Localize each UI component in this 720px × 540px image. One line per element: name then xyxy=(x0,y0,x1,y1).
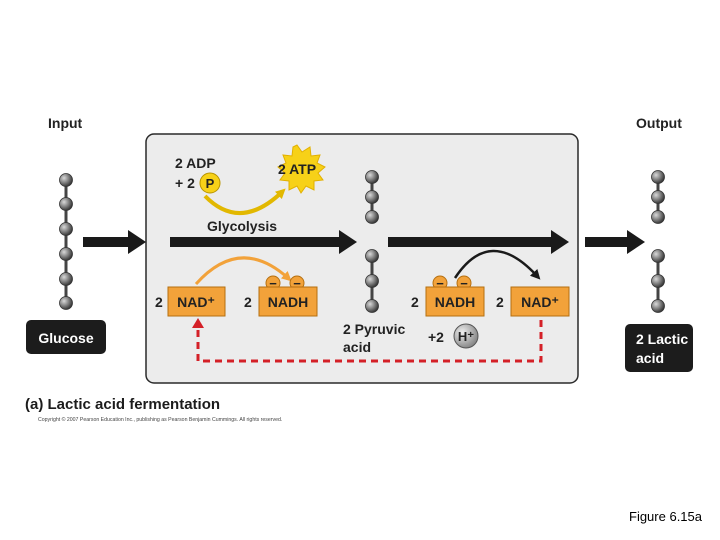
svg-text:−: − xyxy=(436,276,444,291)
output-heading: Output xyxy=(636,115,682,131)
nadh-right-box: − − NADH xyxy=(425,275,485,317)
svg-text:P: P xyxy=(206,176,215,191)
nad-left-coefficient: 2 xyxy=(155,294,163,310)
glycolysis-label: Glycolysis xyxy=(207,218,277,234)
hplus-prefix: +2 xyxy=(428,329,444,345)
svg-text:NADH: NADH xyxy=(435,294,475,310)
atp-starburst: 2 ATP xyxy=(277,144,326,194)
nad-plus-right-box: NAD⁺ xyxy=(510,286,570,317)
hydrogen-ion-icon: H⁺ xyxy=(453,323,479,349)
glucose-molecule-chain xyxy=(59,173,73,310)
svg-text:−: − xyxy=(269,276,277,291)
svg-text:2 Lactic: 2 Lactic xyxy=(636,331,688,347)
svg-text:NAD⁺: NAD⁺ xyxy=(177,294,215,310)
glucose-label: Glucose xyxy=(26,320,106,354)
nadh-oxidation-arrow xyxy=(453,249,541,280)
svg-text:−: − xyxy=(293,276,301,291)
adp-label: 2 ADP xyxy=(175,155,216,171)
nad-reduction-arrow xyxy=(194,256,292,286)
figure-number: Figure 6.15a xyxy=(629,509,702,524)
svg-text:acid: acid xyxy=(636,350,664,366)
nadh-left-coefficient: 2 xyxy=(244,294,252,310)
pyruvic-acid-label-line1: 2 Pyruvic xyxy=(343,321,405,337)
nadh-left-box: − − NADH xyxy=(258,275,318,317)
nadh-right-coefficient: 2 xyxy=(411,294,419,310)
copyright-notice: Copyright © 2007 Pearson Education Inc.,… xyxy=(38,416,282,423)
input-heading: Input xyxy=(48,115,83,131)
nad-plus-left-box: NAD⁺ xyxy=(167,286,226,317)
atp-formation-arrow xyxy=(203,188,286,215)
main-flow-arrows xyxy=(83,230,645,254)
svg-text:Glucose: Glucose xyxy=(38,330,93,346)
nad-regeneration-loop xyxy=(192,318,543,363)
lactic-acid-label: 2 Lactic acid xyxy=(625,324,693,372)
svg-text:NAD⁺: NAD⁺ xyxy=(521,294,559,310)
pyruvic-acid-label-line2: acid xyxy=(343,339,371,355)
pyruvic-acid-chains xyxy=(365,170,379,313)
svg-text:H⁺: H⁺ xyxy=(458,329,474,344)
svg-text:NADH: NADH xyxy=(268,294,308,310)
phosphate-icon: P xyxy=(199,172,221,194)
figure-caption: (a) Lactic acid fermentation xyxy=(25,396,220,413)
nad-right-coefficient: 2 xyxy=(496,294,504,310)
lactic-acid-chains xyxy=(651,170,665,313)
phosphate-prefix: + 2 xyxy=(175,175,195,191)
svg-text:2 ATP: 2 ATP xyxy=(278,161,316,177)
svg-text:−: − xyxy=(460,276,468,291)
process-box xyxy=(145,133,579,384)
